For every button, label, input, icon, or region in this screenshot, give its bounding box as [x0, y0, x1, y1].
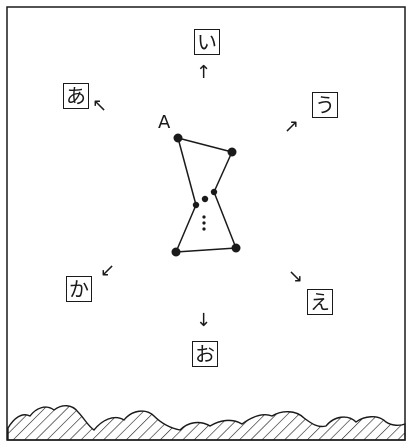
arrow-up-icon: ↑: [196, 62, 212, 83]
constellation-line-top: [177, 137, 233, 153]
direction-box-upper-right: う: [312, 92, 338, 118]
star-lower-left: [171, 247, 181, 257]
constellation: [175, 137, 237, 253]
sword-star-3: [202, 227, 206, 231]
arrow-lower-left-icon: ↙: [100, 260, 116, 281]
constellation-line-upper-right: [213, 151, 233, 193]
constellation-line-bottom: [175, 247, 237, 253]
arrow-upper-right-icon: ↗: [284, 116, 300, 137]
belt-star-3: [210, 188, 218, 196]
direction-box-down: お: [192, 341, 218, 367]
arrow-down-icon: ↓: [196, 310, 212, 331]
sword-star-1: [202, 215, 206, 219]
constellation-line-upper-left: [177, 137, 197, 206]
star-lower-right: [231, 243, 241, 253]
direction-box-lower-right: え: [307, 289, 333, 315]
direction-box-up: い: [194, 29, 220, 55]
sword-star-2: [202, 221, 206, 225]
belt-star-2: [201, 195, 209, 203]
direction-box-upper-left: あ: [63, 83, 89, 109]
arrow-upper-left-icon: ↖: [92, 95, 108, 116]
arrow-lower-right-icon: ↘: [288, 266, 304, 287]
constellation-line-lower-right: [213, 191, 237, 249]
mountain-silhouette: [7, 405, 406, 441]
belt-star-1: [192, 201, 200, 209]
star-label-a: A: [158, 112, 171, 133]
direction-box-lower-left: か: [66, 276, 92, 302]
star-a: [173, 133, 183, 143]
star-upper-right: [227, 147, 237, 157]
constellation-line-lower-left: [175, 204, 197, 253]
stars: [171, 133, 241, 257]
